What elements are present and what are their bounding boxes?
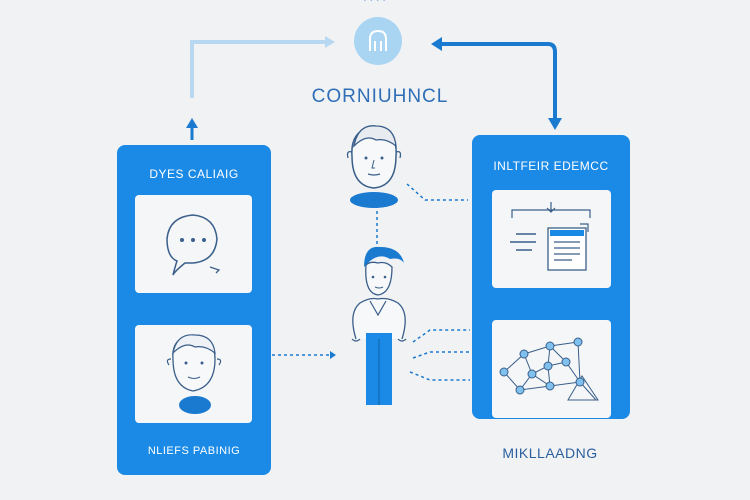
dashed-person-to-network-2 xyxy=(412,351,470,359)
boy-face-icon xyxy=(166,334,222,414)
connector-top-to-right xyxy=(440,42,557,118)
left-panel-footer: NLIEFS PABINIG xyxy=(147,445,241,457)
arrow-head-top-to-right-end xyxy=(548,118,562,130)
arrow-head-left-panel-up xyxy=(186,118,198,128)
face-card xyxy=(135,325,252,423)
center-title: CORNIUHNCL xyxy=(311,86,449,107)
arrow-head-top-to-right-start xyxy=(431,37,442,51)
dashed-to-right-card xyxy=(406,183,468,201)
arrow-head-left-to-top xyxy=(325,36,335,48)
left-panel: DYES CALIAIG NLIEFS PABINIG xyxy=(117,145,271,475)
right-panel-title: INLTFEIR EDEMCC xyxy=(493,159,609,173)
top-hub-icon xyxy=(354,17,402,65)
person-figure-icon xyxy=(351,246,407,405)
dashed-person-to-network-3 xyxy=(409,371,470,381)
left-panel-title: DYES CALIAIG xyxy=(149,167,239,181)
network-card xyxy=(492,320,611,418)
document-card xyxy=(492,190,611,288)
right-panel: INLTFEIR EDEMCC xyxy=(472,135,630,419)
arrow-head-left-to-person xyxy=(330,351,336,359)
network-graph-icon xyxy=(499,337,599,401)
top-caption: • • • • xyxy=(363,0,387,4)
right-bottom-caption: MIKLLAADNG xyxy=(502,445,598,461)
dashed-person-to-network-1 xyxy=(412,329,470,343)
avatar-head-icon xyxy=(346,125,402,208)
document-icon xyxy=(510,202,591,271)
connector-left-to-top xyxy=(190,40,325,98)
chat-bubble-card xyxy=(135,195,252,293)
chat-bubble-icon xyxy=(166,214,221,276)
